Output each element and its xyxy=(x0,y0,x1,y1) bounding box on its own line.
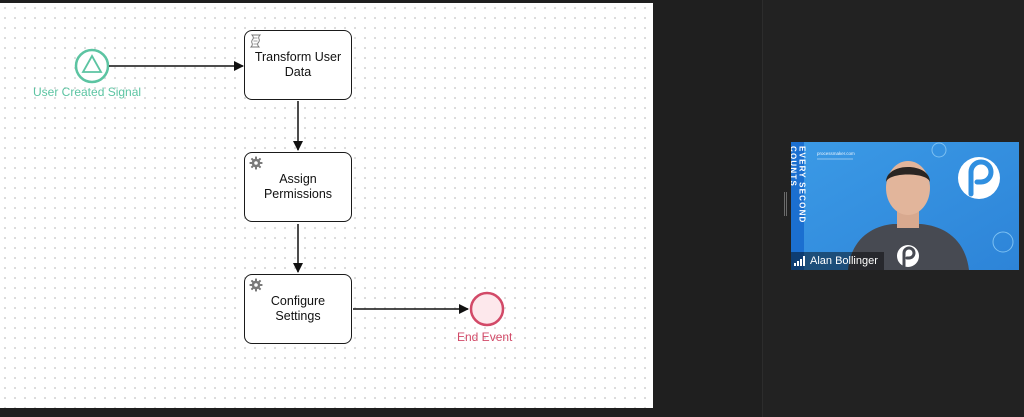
end-event-label: End Event xyxy=(457,330,513,344)
start-event-label: User Created Signal xyxy=(33,85,142,99)
participant-video-tile[interactable]: EVERY SECOND COUNTS processmaker.com Ala… xyxy=(791,142,1019,270)
task-assign-permissions[interactable]: Assign Permissions xyxy=(244,152,352,222)
end-event[interactable] xyxy=(469,291,505,327)
task-configure-settings[interactable]: Configure Settings xyxy=(244,274,352,344)
signal-triangle-icon xyxy=(81,54,103,73)
task-label: Configure Settings xyxy=(270,294,326,323)
shared-screen: User Created Signal Transform User Data … xyxy=(0,3,653,408)
pane-divider xyxy=(762,0,763,417)
processmaker-logo-icon xyxy=(958,157,1000,199)
gear-icon xyxy=(249,156,263,170)
task-label: Assign Permissions xyxy=(263,172,333,201)
signal-strength-icon xyxy=(794,256,805,266)
task-transform-user-data[interactable]: Transform User Data xyxy=(244,30,352,100)
task-label: Transform User Data xyxy=(254,50,342,79)
gear-icon xyxy=(249,278,263,292)
url-text: processmaker.com xyxy=(817,151,855,156)
banner-text: EVERY SECOND COUNTS xyxy=(791,146,807,224)
banner-strip xyxy=(791,142,804,270)
participant-name-bar: Alan Bollinger xyxy=(791,252,884,270)
resize-handle[interactable] xyxy=(784,192,787,216)
signal-start-event[interactable] xyxy=(74,48,110,84)
process-diagram xyxy=(74,48,505,327)
video-feed xyxy=(791,142,1019,270)
script-task-icon xyxy=(249,34,262,48)
participant-name: Alan Bollinger xyxy=(810,255,878,267)
participant-silhouette xyxy=(848,161,969,270)
